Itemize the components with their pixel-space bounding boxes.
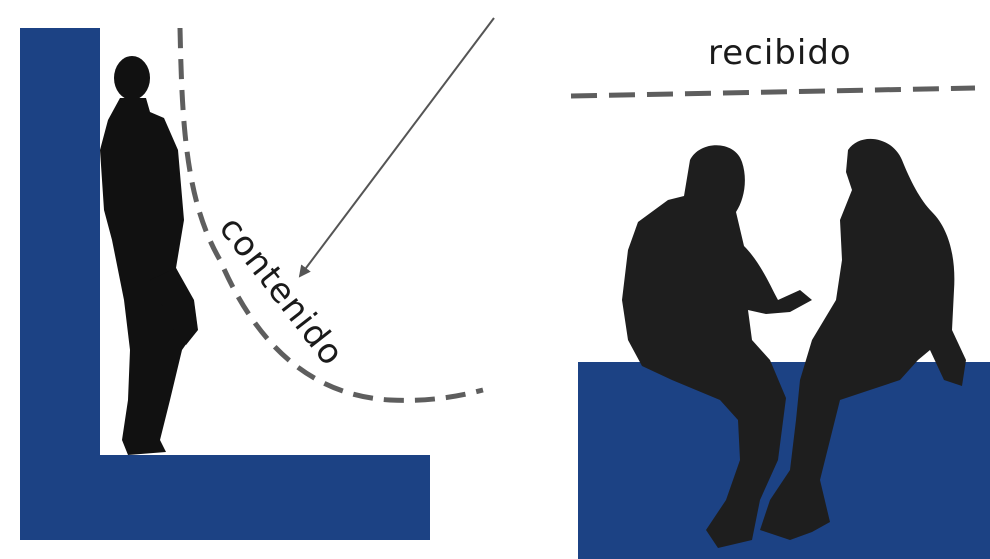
l-shaped-wall [20, 28, 430, 540]
standing-person-silhouette [100, 56, 198, 455]
label-received: recibido [708, 33, 852, 73]
right-panel: recibido [571, 33, 990, 559]
pointer-arrow [300, 18, 494, 276]
received-boundary-dashed-line [571, 88, 975, 96]
left-panel: contenido [20, 18, 494, 540]
